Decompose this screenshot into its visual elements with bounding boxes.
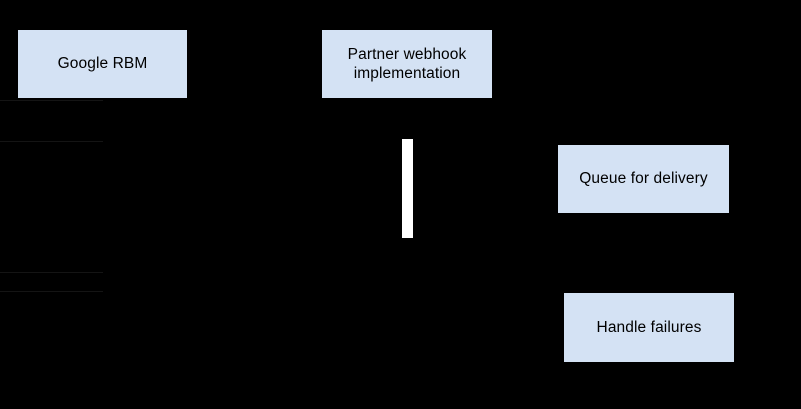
vertical-connector-bar xyxy=(402,139,413,238)
node-handle-failures[interactable]: Handle failures xyxy=(564,293,734,362)
node-queue-for-delivery[interactable]: Queue for delivery xyxy=(558,145,729,213)
node-partner-webhook-implementation[interactable]: Partner webhook implementation xyxy=(322,30,492,98)
band-edge xyxy=(0,291,103,292)
band-edge xyxy=(0,100,103,101)
band-edge xyxy=(0,272,103,273)
node-google-rbm[interactable]: Google RBM xyxy=(18,30,187,98)
band-edge xyxy=(0,141,103,142)
